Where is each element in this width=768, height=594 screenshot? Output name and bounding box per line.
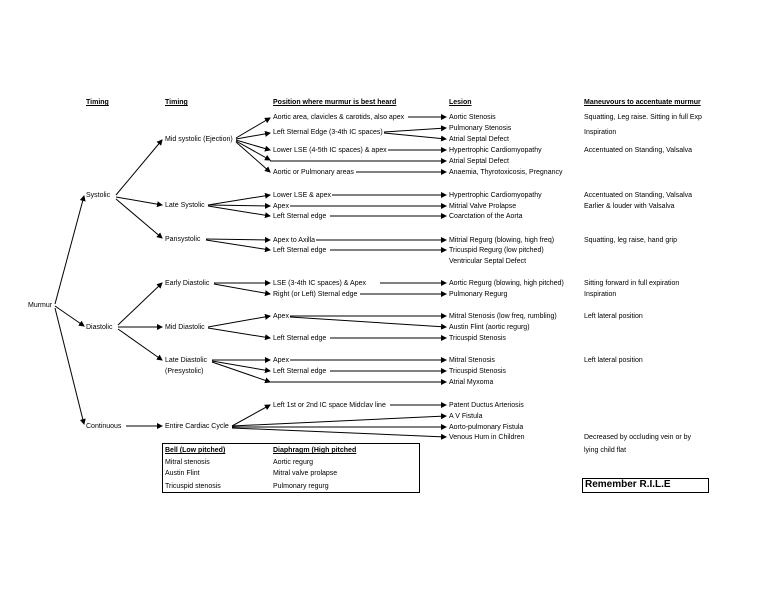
maneuver-label: Accentuated on Standing, Valsalva (584, 192, 693, 199)
position-label: Left Sternal edge (273, 368, 327, 375)
lesion-label: Patent Ductus Arteriosis (449, 402, 524, 409)
maneuver-label: Squatting, leg raise, hand grip (584, 237, 678, 244)
maneuver-label: Earlier & louder with Valsalva (584, 203, 675, 210)
lesion-label: Austin Flint (aortic regurg) (449, 324, 530, 331)
node-mid-diastolic: Mid Diastolic (165, 324, 205, 331)
position-label: Aortic or Pulmonary areas (273, 169, 354, 176)
lesion-label: Anaemia, Thyrotoxicosis, Pregnancy (449, 169, 563, 176)
lesion-label: Tricuspid Regurg (low pitched) (449, 247, 544, 254)
lesion-label: A V Fistula (449, 413, 483, 420)
lesion-label: Ventricular Septal Defect (449, 258, 527, 265)
lesion-label: Coarctation of the Aorta (449, 213, 523, 220)
lesion-label: Atrial Septal Defect (449, 158, 509, 165)
position-label: Apex (273, 203, 289, 210)
lesion-label: Hypertrophic Cardiomyopathy (449, 192, 542, 199)
position-label: Apex (273, 357, 289, 364)
node-continuous: Continuous (86, 423, 122, 430)
node-presystolic: (Presystolic) (165, 368, 204, 375)
lesion-label: Atrial Septal Defect (449, 136, 509, 143)
maneuver-label: lying child flat (584, 447, 627, 454)
remember-box: Remember R.I.L.E (582, 478, 709, 493)
position-label: Right (or Left) Sternal edge (273, 291, 358, 298)
node-diastolic: Diastolic (86, 324, 113, 331)
position-label: Lower LSE & apex (273, 192, 331, 199)
maneuver-label: Left lateral position (584, 313, 643, 320)
position-label: LSE (3-4th IC spaces) & Apex (273, 280, 366, 287)
lesion-label: Atrial Myxoma (449, 379, 494, 386)
lesion-label: Mitrial Regurg (blowing, high freq) (449, 237, 555, 244)
bell-item: Austin Flint (165, 470, 200, 477)
position-label: Left Sternal edge (273, 213, 327, 220)
bell-item: Tricuspid stenosis (165, 483, 221, 490)
header-timing-2: Timing (165, 99, 188, 106)
bell-header: Bell (Low pitched) (165, 447, 226, 454)
lesion-label: Pulmonary Stenosis (449, 125, 512, 132)
header-lesion: Lesion (449, 99, 472, 106)
position-label: Apex (273, 313, 289, 320)
header-position: Position where murmur is best heard (273, 99, 397, 106)
position-label: Left Sternal edge (273, 247, 327, 254)
position-label: Lower LSE (4-5th IC spaces) & apex (273, 147, 387, 154)
lesion-label: Hypertrophic Cardiomyopathy (449, 147, 542, 154)
header-maneuvers: Maneuvours to accentuate murmur (584, 99, 701, 106)
node-late-systolic: Late Systolic (165, 202, 205, 209)
lesion-label: Tricuspid Stenosis (449, 335, 506, 342)
position-label: Aortic area, clavicles & carotids, also … (273, 114, 405, 121)
lesion-label: Pulmonary Regurg (449, 291, 508, 298)
lesion-label: Venous Hum in Children (449, 434, 525, 441)
maneuver-label: Decreased by occluding vein or by (584, 434, 692, 441)
node-entire-cycle: Entire Cardiac Cycle (165, 423, 229, 430)
node-early-diastolic: Early Diastolic (165, 280, 210, 287)
lesion-label: Aortic Regurg (blowing, high pitched) (449, 280, 564, 287)
lesion-label: Aortic Stenosis (449, 114, 496, 121)
lesion-label: Aorto-pulmonary Fistula (449, 424, 524, 431)
maneuver-label: Squatting, Leg raise. Sitting in full Ex… (584, 114, 702, 121)
lesion-label: Tricuspid Stenosis (449, 368, 506, 375)
bell-item: Mitral stenosis (165, 459, 210, 466)
maneuver-label: Accentuated on Standing, Valsalva (584, 147, 693, 154)
node-late-diastolic: Late Diastolic (165, 357, 208, 364)
maneuver-label: Sitting forward in full expiration (584, 280, 680, 287)
maneuver-label: Left lateral position (584, 357, 643, 364)
position-label: Apex to Axilla (273, 237, 316, 244)
diaphragm-header: Diaphragm (High pitched (273, 447, 357, 454)
lesion-label: Mitrial Valve Prolapse (449, 203, 517, 210)
node-mid-systolic: Mid systolic (Ejection) (165, 136, 233, 143)
maneuver-label: Inspiration (584, 291, 617, 298)
lesion-label: Mitral Stenosis (449, 357, 495, 364)
diaphragm-item: Pulmonary regurg (273, 483, 329, 490)
node-murmur: Murmur (28, 302, 53, 309)
node-systolic: Systolic (86, 192, 111, 199)
position-label: Left 1st or 2nd IC space Midclav line (273, 402, 386, 409)
maneuver-label: Inspiration (584, 129, 617, 136)
position-label: Left Sternal edge (273, 335, 327, 342)
position-label: Left Sternal Edge (3-4th IC spaces) (273, 129, 383, 136)
node-pansystolic: Pansystolic (165, 236, 201, 243)
lesion-label: Mitral Stenosis (low freq, rumbling) (449, 313, 557, 320)
stethoscope-table (162, 443, 420, 493)
diaphragm-item: Mitral valve prolapse (273, 470, 338, 477)
header-timing-1: Timing (86, 99, 109, 106)
diaphragm-item: Aortic regurg (273, 459, 314, 466)
